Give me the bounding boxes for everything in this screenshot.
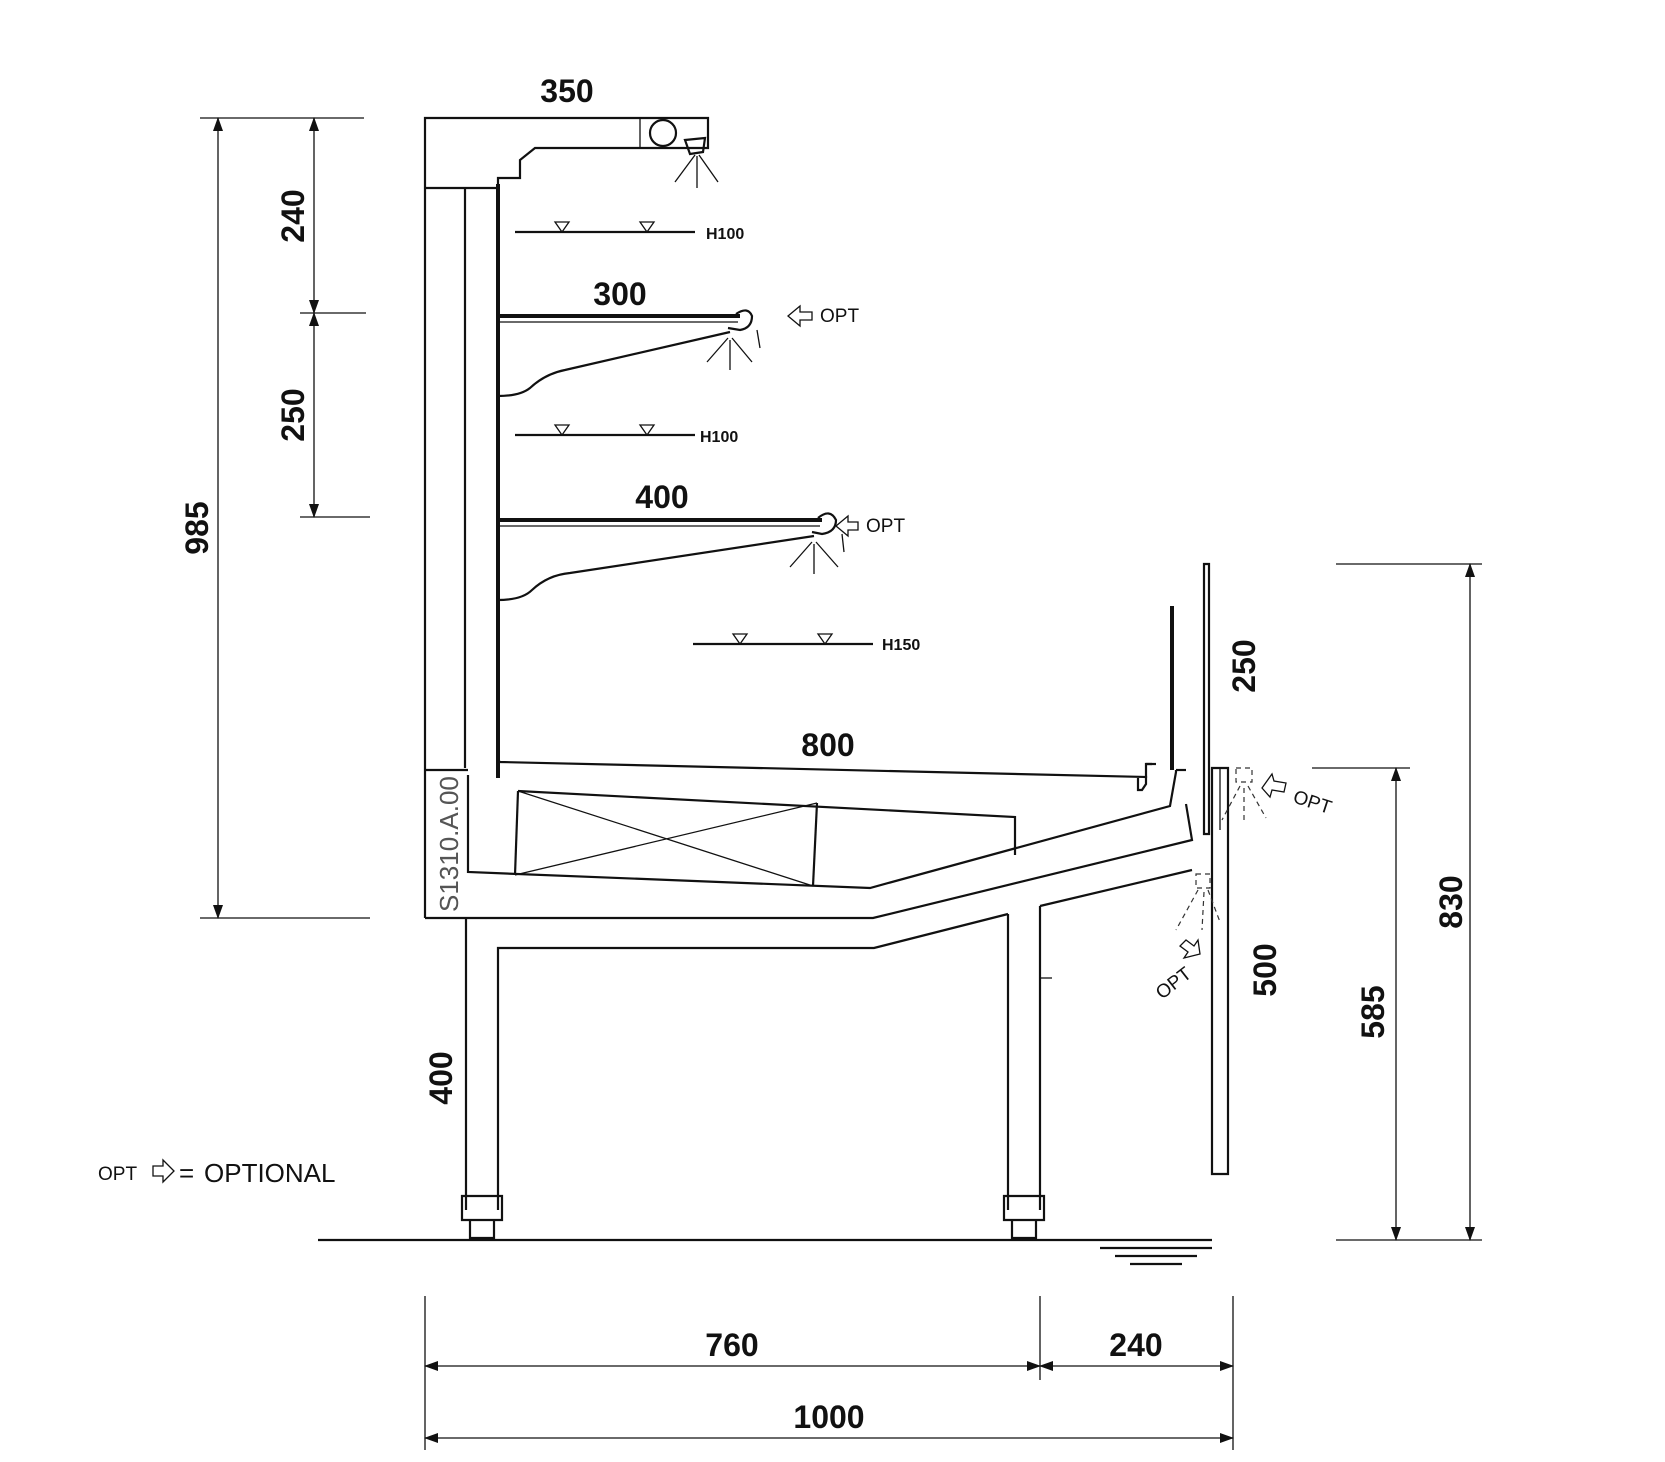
shelf-400: 400 OPT bbox=[497, 479, 905, 602]
opt-arrow-icon bbox=[152, 1158, 175, 1184]
dim-500-panel: 500 bbox=[1247, 943, 1283, 996]
dim-300: 300 bbox=[593, 276, 646, 312]
dim-400-shelf: 400 bbox=[635, 479, 688, 515]
label-opt-lower: OPT bbox=[866, 516, 905, 537]
bottom-dimensions: 760 240 1000 bbox=[424, 1296, 1234, 1450]
dim-985: 985 bbox=[179, 501, 215, 554]
dim-760: 760 bbox=[705, 1327, 758, 1363]
shelf-h100-top: H100 bbox=[515, 221, 744, 243]
dim-1000: 1000 bbox=[793, 1399, 864, 1435]
dim-240-front: 240 bbox=[1109, 1327, 1162, 1363]
dim-250-glass: 250 bbox=[1226, 639, 1262, 692]
left-dimensions: 985 240 250 bbox=[179, 117, 370, 919]
label-opt-front: OPT bbox=[1290, 787, 1334, 819]
base-well: 800 S1310.A.00 bbox=[425, 727, 1194, 920]
dim-350: 350 bbox=[540, 73, 593, 109]
opt-arrow-icon bbox=[1261, 772, 1287, 799]
canopy: 350 bbox=[423, 73, 719, 190]
right-dimensions: 585 830 bbox=[1312, 563, 1482, 1241]
legend-equals: = bbox=[179, 1158, 194, 1188]
label-h100-top: H100 bbox=[706, 226, 744, 243]
shelf-h150: H150 bbox=[693, 633, 920, 654]
legend: OPT = OPTIONAL bbox=[98, 1158, 335, 1188]
dim-585: 585 bbox=[1355, 985, 1391, 1038]
dim-800: 800 bbox=[801, 727, 854, 763]
shelf-300: 300 OPT bbox=[497, 276, 859, 398]
shelf-h100-mid: H100 bbox=[515, 424, 738, 446]
dim-240-top: 240 bbox=[275, 189, 311, 242]
dim-400-leg: 400 bbox=[423, 1051, 459, 1104]
opt-arrow-icon bbox=[786, 304, 813, 328]
dim-830: 830 bbox=[1433, 875, 1469, 928]
front-panels: 250 500 OPT OPT bbox=[1152, 562, 1334, 1176]
label-opt-bottom: OPT bbox=[1152, 963, 1196, 1004]
dim-250-shelf: 250 bbox=[275, 388, 311, 441]
back-wall bbox=[423, 184, 500, 918]
label-opt-upper: OPT bbox=[820, 306, 859, 327]
legend-opt: OPT bbox=[98, 1164, 137, 1185]
stand: 400 bbox=[318, 868, 1212, 1266]
opt-arrow-icon bbox=[1179, 938, 1201, 960]
label-h150: H150 bbox=[882, 637, 920, 654]
opt-arrow-icon bbox=[834, 514, 859, 538]
model-code: S1310.A.00 bbox=[434, 776, 464, 912]
legend-meaning: OPTIONAL bbox=[204, 1158, 335, 1188]
label-h100-mid: H100 bbox=[700, 429, 738, 446]
